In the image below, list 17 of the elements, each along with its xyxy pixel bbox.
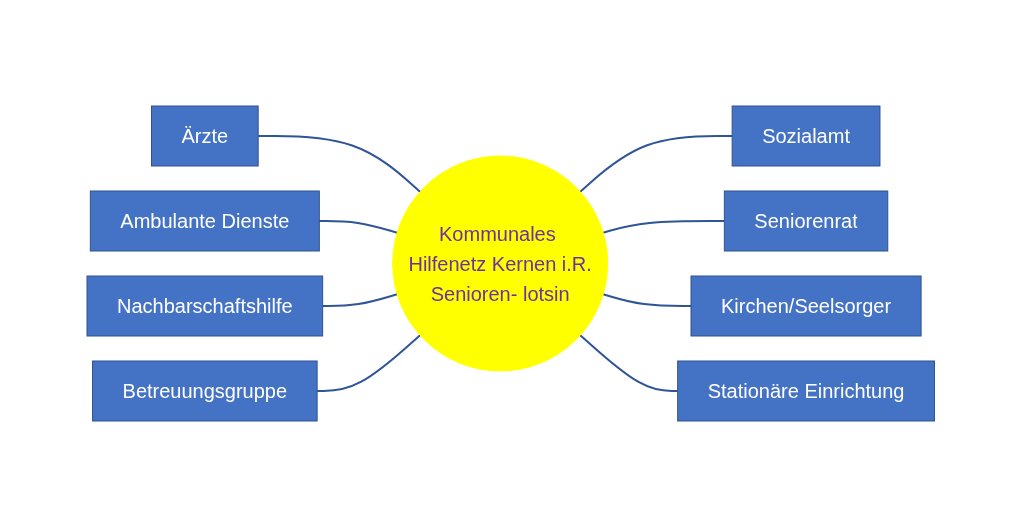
node-box: Stationäre Einrichtung <box>677 360 936 422</box>
node-box: Sozialamt <box>731 105 881 167</box>
connector <box>321 293 399 307</box>
node-box: Seniorenrat <box>724 190 889 252</box>
connector <box>318 220 399 234</box>
node-box: Ambulante Dienste <box>90 190 321 252</box>
node-circle: Kommunales Hilfenetz Kernen i.R. Senioren- lotsin <box>392 155 609 372</box>
connector <box>257 135 422 193</box>
connector <box>602 293 693 307</box>
node-box: Betreuungsgruppe <box>92 360 318 422</box>
connector <box>579 334 679 392</box>
connector <box>316 334 422 392</box>
connector <box>602 220 726 234</box>
node-box: Ärzte <box>151 105 259 167</box>
connector <box>579 135 734 193</box>
node-box: Kirchen/Seelsorger <box>690 275 922 337</box>
node-box: Nachbarschaftshilfe <box>86 275 324 337</box>
